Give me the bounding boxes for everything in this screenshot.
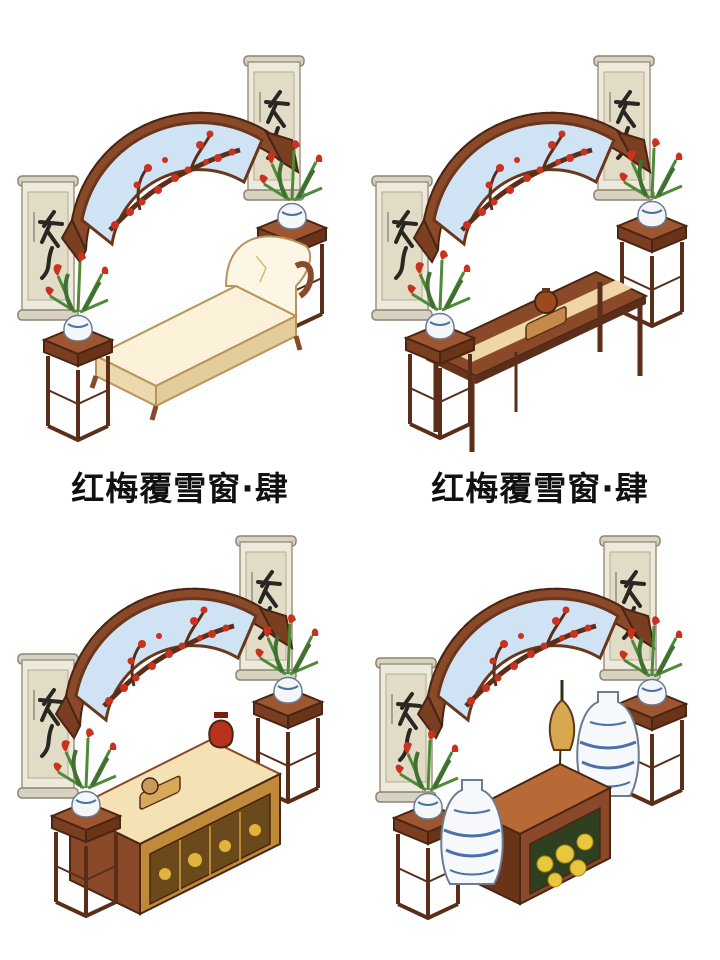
item-caption: 红梅覆雪窗·肆 [428,466,651,511]
cabinet-scene-illustration [16,534,324,918]
tea-table [426,272,646,452]
furniture-set-cabinet[interactable] [0,480,360,960]
porcelain-vase-left [439,778,505,886]
chaise-scene-illustration [16,54,328,442]
vases-scene-illustration [374,534,688,920]
item-caption: 红梅覆雪窗·肆 [68,466,291,511]
furniture-set-vases[interactable] [360,480,720,960]
furniture-set-chaise[interactable]: 红梅覆雪窗·肆 [0,0,360,511]
chaise-lounge [92,236,311,420]
furniture-set-tea-table[interactable]: 红梅覆雪窗·肆 [360,0,720,511]
tea-table-scene-illustration [370,54,688,480]
